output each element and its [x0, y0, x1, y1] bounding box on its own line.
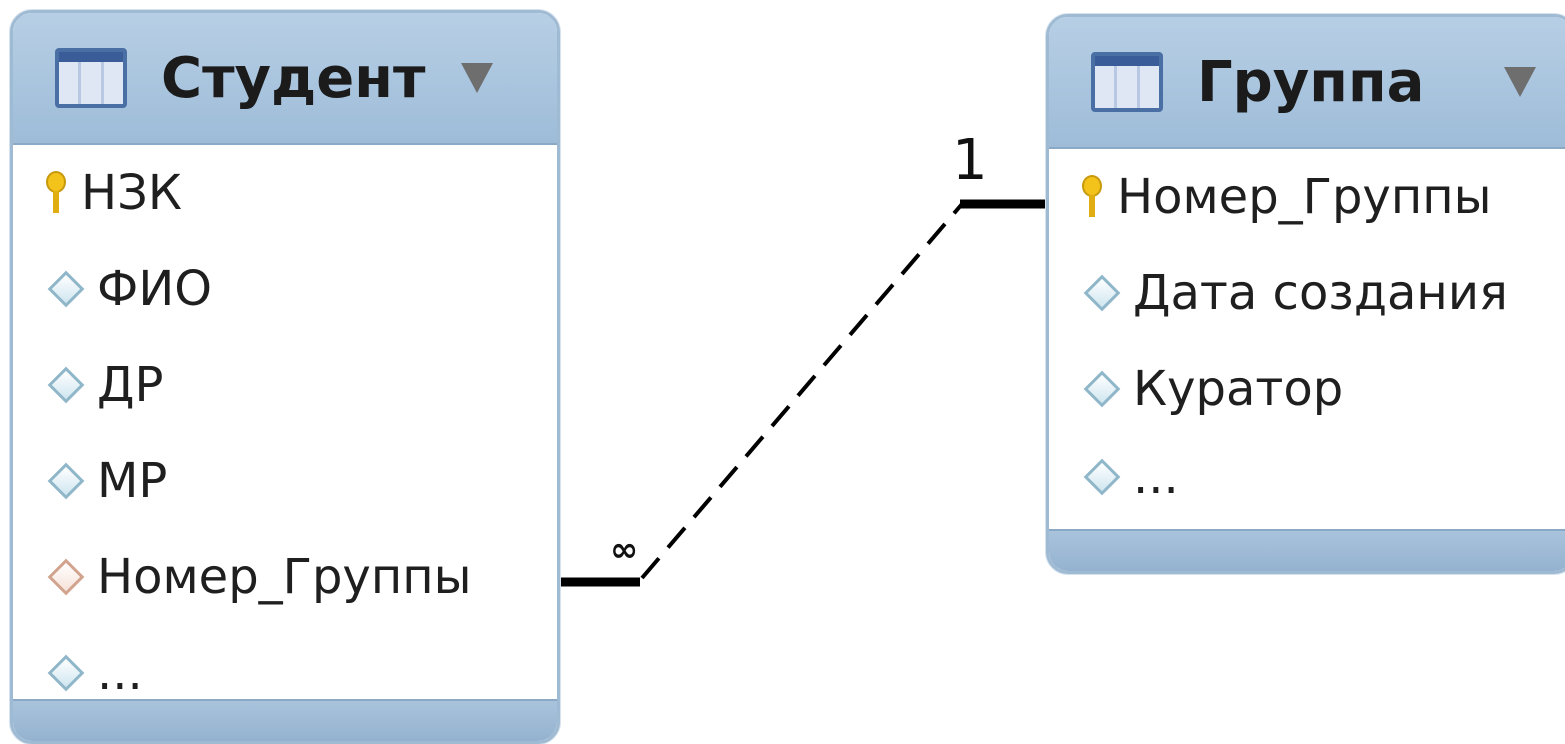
- cardinality-one-label: 1: [952, 128, 988, 193]
- entity-group-title: Группа: [1197, 49, 1425, 115]
- table-icon: [1091, 52, 1163, 112]
- diamond-icon: [47, 270, 85, 308]
- attribute-name: Куратор: [1133, 361, 1344, 417]
- fk-diamond-icon: [47, 558, 85, 596]
- attribute-row[interactable]: НЗК: [13, 145, 557, 241]
- entity-group-header[interactable]: Группа: [1049, 17, 1565, 149]
- attribute-row[interactable]: МР: [13, 433, 557, 529]
- attribute-name: Номер_Группы: [97, 549, 472, 605]
- attribute-name: Дата создания: [1133, 265, 1508, 321]
- entity-group-attributes: Номер_Группы Дата создания Куратор ...: [1049, 149, 1565, 517]
- attribute-row[interactable]: ДР: [13, 337, 557, 433]
- entity-student-footer: [13, 699, 557, 741]
- attribute-row[interactable]: Дата создания: [1049, 245, 1565, 341]
- attribute-name: ФИО: [97, 261, 213, 317]
- attribute-row[interactable]: Номер_Группы: [1049, 149, 1565, 245]
- diamond-icon: [47, 654, 85, 692]
- attribute-name: ...: [97, 645, 143, 701]
- diamond-icon: [1083, 274, 1121, 312]
- attribute-row[interactable]: Куратор: [1049, 341, 1565, 437]
- key-icon: [45, 171, 67, 215]
- entity-group-footer: [1049, 529, 1565, 571]
- key-icon: [1081, 175, 1103, 219]
- attribute-name: Номер_Группы: [1117, 169, 1492, 225]
- attribute-name: ...: [1133, 449, 1179, 505]
- diamond-icon: [47, 462, 85, 500]
- entity-student-header[interactable]: Студент: [13, 13, 557, 145]
- cardinality-many-label: ∞: [610, 530, 639, 570]
- attribute-row[interactable]: ФИО: [13, 241, 557, 337]
- entity-student[interactable]: Студент НЗК ФИО ДР МР Номер_Группы: [10, 10, 560, 744]
- entity-student-title: Студент: [161, 45, 426, 111]
- attribute-row[interactable]: ...: [13, 625, 557, 721]
- attribute-name: МР: [97, 453, 168, 509]
- dropdown-triangle-icon[interactable]: [1504, 67, 1537, 97]
- attribute-name: ДР: [97, 357, 164, 413]
- diamond-icon: [47, 366, 85, 404]
- entity-group[interactable]: Группа Номер_Группы Дата создания Курато…: [1046, 14, 1565, 574]
- attribute-row[interactable]: ...: [1049, 437, 1565, 517]
- relationship-dashed-line: [640, 202, 964, 580]
- dropdown-triangle-icon[interactable]: [461, 63, 494, 93]
- table-icon: [55, 48, 127, 108]
- attribute-name: НЗК: [81, 165, 182, 221]
- entity-student-attributes: НЗК ФИО ДР МР Номер_Группы ...: [13, 145, 557, 705]
- diamond-icon: [1083, 458, 1121, 496]
- diamond-icon: [1083, 370, 1121, 408]
- attribute-row[interactable]: Номер_Группы: [13, 529, 557, 625]
